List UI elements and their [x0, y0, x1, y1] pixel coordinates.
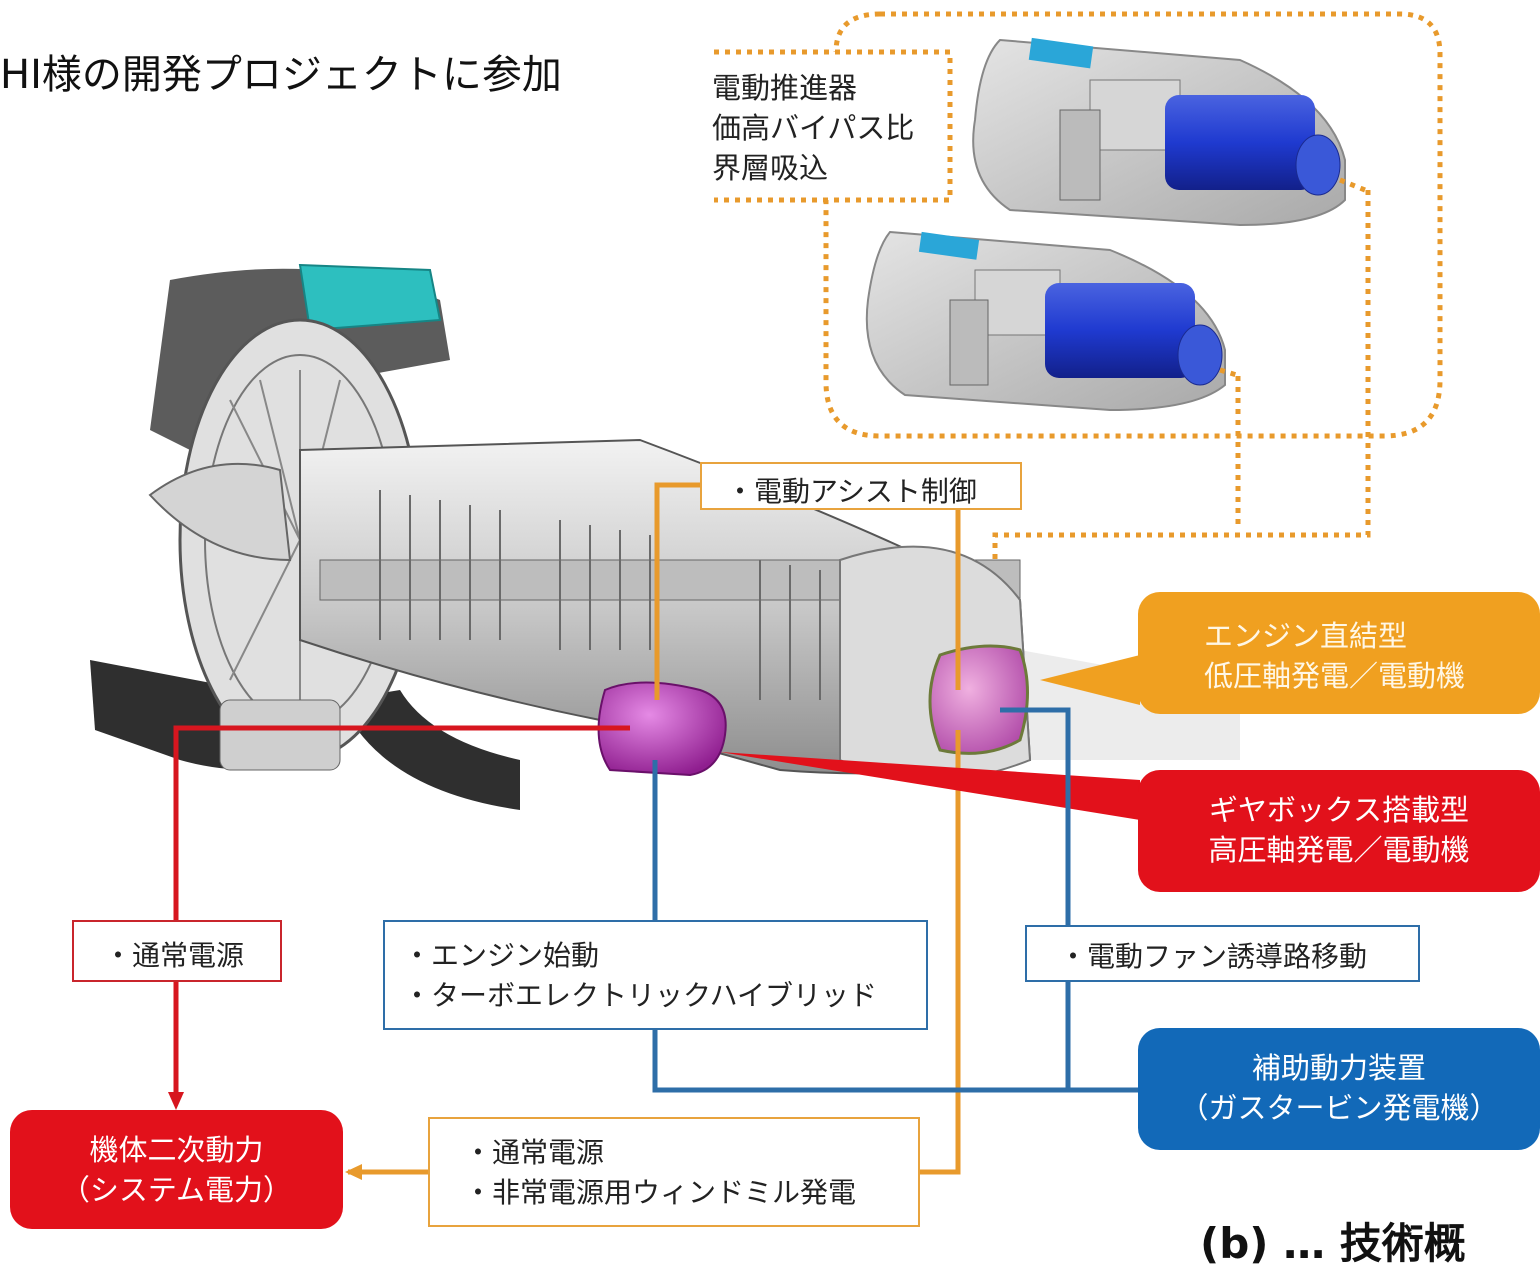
label-fan-duct-text: ・電動ファン誘導路移動	[1059, 940, 1368, 973]
label-fan-duct: ・電動ファン誘導路移動	[1025, 925, 1420, 982]
box-lp-generator: エンジン直結型 低圧軸発電／電動機	[1138, 592, 1540, 714]
box-apu-line1: 補助動力装置	[1251, 1051, 1426, 1085]
diagram-canvas	[90, 11, 1443, 1180]
box-hp-generator-line1: ギヤボックス搭載型	[1208, 793, 1470, 827]
box-hp-generator-line2: 高圧軸発電／電動機	[1208, 833, 1470, 867]
electric-propulsor-top	[972, 37, 1366, 227]
lp-generator-part	[928, 644, 1029, 755]
box-apu-line2: （ガスタービン発電機）	[1179, 1091, 1499, 1125]
box-secondary-power: 機体二次動力 （システム電力）	[10, 1110, 343, 1229]
label-engine-start-hybrid: ・エンジン始動 ・ターボエレクトリックハイブリッド	[383, 920, 928, 1030]
note-boundary-layer: 界層吸込	[712, 151, 829, 185]
box-secondary-power-line1: 機体二次動力	[89, 1133, 264, 1167]
label-assist-control-text: ・電動アシスト制御	[726, 475, 977, 508]
box-secondary-power-line2: （システム電力）	[60, 1173, 293, 1207]
electric-propulsor-bottom	[865, 230, 1241, 412]
label-turbo-hybrid-text: ・ターボエレクトリックハイブリッド	[403, 979, 878, 1012]
box-apu: 補助動力装置 （ガスタービン発電機）	[1138, 1028, 1540, 1150]
figure-caption: (b) … 技術概	[1200, 1219, 1466, 1268]
label-assist-control: ・電動アシスト制御	[700, 462, 1022, 510]
box-hp-generator: ギヤボックス搭載型 高圧軸発電／電動機	[1138, 770, 1540, 892]
propulsor-notes: 電動推進器 価高バイパス比 界層吸込	[712, 68, 914, 188]
page-title: HI様の開発プロジェクトに参加	[0, 52, 562, 98]
label-normal-power-text: ・通常電源	[104, 939, 245, 972]
label-engine-start-text: ・エンジン始動	[403, 939, 600, 972]
label-normal-power-2-text: ・通常電源	[464, 1136, 605, 1169]
label-normal-power: ・通常電源	[72, 920, 282, 982]
box-lp-generator-line2: 低圧軸発電／電動機	[1204, 659, 1466, 693]
note-high-bypass: 価高バイパス比	[712, 111, 915, 145]
box-lp-generator-line1: エンジン直結型	[1204, 619, 1408, 653]
propulsor-group-outline	[714, 11, 1443, 439]
label-windmill: ・通常電源 ・非常電源用ウィンドミル発電	[428, 1117, 920, 1227]
turbofan-engine	[90, 263, 1240, 810]
label-windmill-text: ・非常電源用ウィンドミル発電	[464, 1176, 857, 1209]
hp-generator-part	[597, 681, 727, 777]
note-electric-propulsor: 電動推進器	[712, 71, 858, 105]
connector-lines	[168, 482, 1140, 1180]
